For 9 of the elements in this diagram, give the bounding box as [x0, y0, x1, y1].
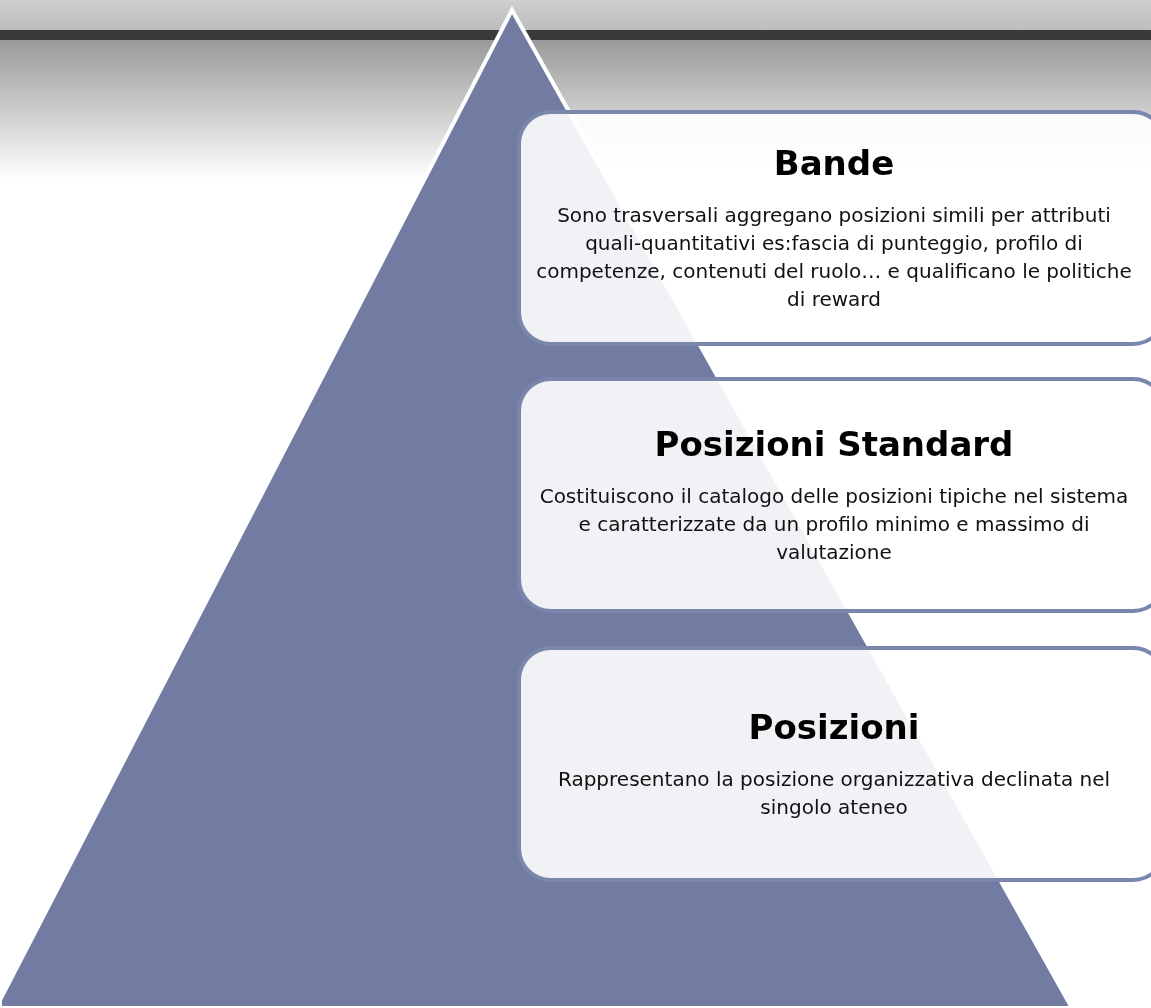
level-box [517, 646, 1151, 882]
level-heading: Posizioni [748, 707, 920, 747]
level-heading: Bande [773, 143, 895, 183]
level-box [517, 377, 1151, 613]
level-heading: Posizioni Standard [654, 424, 1014, 464]
level-description: Sono trasversali aggregano posizioni simili per attributi quali-quantitativi es:fascia di punteggio, profilo di competenze, contenuti del ruolo… e qualificano le politiche di reward [535, 202, 1133, 313]
level-description: Costituiscono il catalogo delle posizioni tipiche nel sistema e caratterizzate da un profilo minimo e massimo di valutazione [538, 483, 1130, 566]
level-box [517, 110, 1151, 346]
level-description: Rappresentano la posizione organizzativa declinata nel singolo ateneo [556, 766, 1112, 821]
